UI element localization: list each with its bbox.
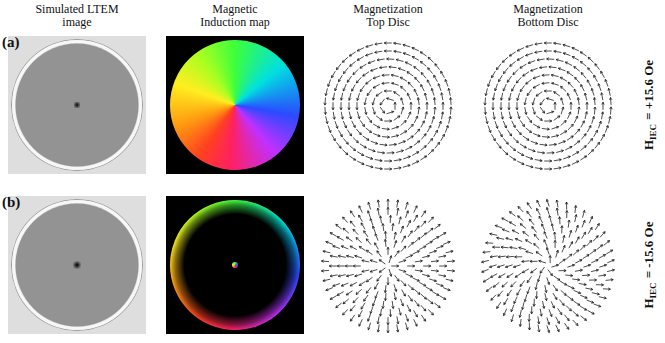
ltem-image [8,196,146,334]
magnetization-arrows [321,199,454,333]
field-value: = -15.6 Oe [641,221,656,278]
field-label: HIEC = +15.6 Oe [641,60,658,150]
induction-map [166,36,304,174]
column-header: Magnetization Top Disc [345,3,431,29]
magnetization-field [478,196,618,336]
core-dot [232,262,238,268]
panel-label: (b) [2,194,20,211]
field-subscript: IEC [648,124,658,140]
ltem-image [8,36,146,174]
column-header: Simulated LTEM image [34,3,120,29]
field-subscript: IEC [648,282,658,298]
field-value: = +15.6 Oe [641,60,656,120]
panel-label: (a) [2,34,20,51]
field-label: HIEC = -15.6 Oe [641,221,658,308]
induction-map [166,196,304,334]
column-header: Magnetic Induction map [192,3,278,29]
column-header: Magnetization Bottom Disc [505,3,591,29]
magnetization-field [318,36,458,176]
magnetization-field [318,196,458,336]
magnetization-arrows [484,42,612,170]
magnetization-arrows [482,199,615,332]
color-wheel [170,40,300,170]
magnetization-arrows [324,42,452,170]
field-symbol: H [641,140,656,150]
magnetization-field [478,36,618,176]
field-symbol: H [641,298,656,308]
